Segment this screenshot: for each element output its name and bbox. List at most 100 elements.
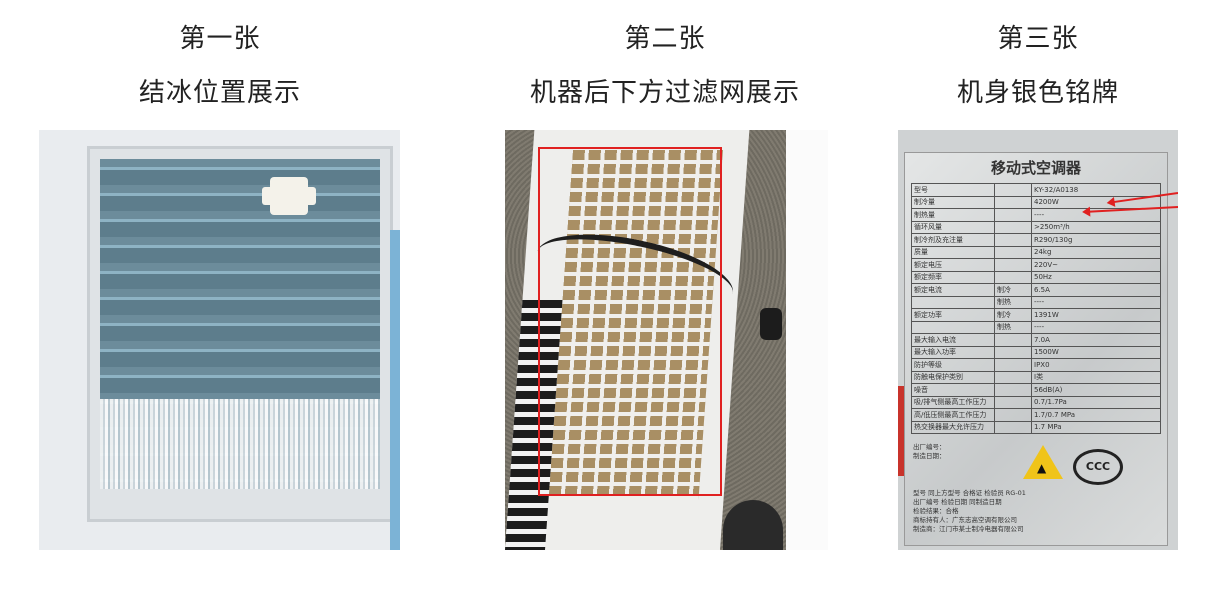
spec-sub: 制冷: [994, 308, 1032, 322]
date-label: 制造日期：: [913, 452, 946, 460]
spec-value: KY-32/A0138: [1031, 183, 1161, 197]
spec-row: 质量 24kg: [911, 245, 1161, 259]
spec-label: 吸/排气侧最高工作压力: [911, 395, 995, 409]
spec-sub: 制冷: [994, 283, 1032, 297]
spec-label: 热交换器最大允许压力: [911, 420, 995, 434]
footer-line: 型号 同上方型号 合格证 检验员 RG-01: [913, 489, 1026, 497]
spec-value: 1.7 MPa: [1031, 420, 1161, 434]
spec-row: 额定电压 220V~: [911, 258, 1161, 272]
plug: [760, 308, 782, 340]
spec-label: [911, 295, 995, 309]
spec-value: 7.0A: [1031, 333, 1161, 347]
spec-value: >250m³/h: [1031, 220, 1161, 234]
spec-row: 额定频率 50Hz: [911, 270, 1161, 284]
spec-label: 制冷量: [911, 195, 995, 209]
panel-1-caption: 结冰位置展示: [138, 78, 301, 108]
blue-edge: [390, 230, 400, 550]
spec-sub: [994, 358, 1032, 372]
spec-value: 50Hz: [1031, 270, 1161, 284]
spec-value: I类: [1031, 370, 1161, 384]
spec-value: ----: [1031, 295, 1161, 309]
evaporator-frame: [87, 146, 393, 522]
red-sticker: [898, 386, 904, 476]
spec-sub: 制热: [994, 295, 1032, 309]
spec-sub: [994, 220, 1032, 234]
spec-row: 热交换器最大允许压力 1.7 MPa: [911, 420, 1161, 434]
spec-row: 循环风量 >250m³/h: [911, 220, 1161, 234]
spec-sub: [994, 370, 1032, 384]
spec-value: 24kg: [1031, 245, 1161, 259]
spec-sub: 制热: [994, 320, 1032, 334]
spec-sub: [994, 420, 1032, 434]
spec-row: 最大输入功率 1500W: [911, 345, 1161, 359]
spec-sub: [994, 258, 1032, 272]
nameplate-title: 移动式空调器: [990, 159, 1081, 177]
spec-value: 6.5A: [1031, 283, 1161, 297]
spec-row: 防护等级 IPX0: [911, 358, 1161, 372]
spec-sub: [994, 183, 1032, 197]
spec-sub: [994, 208, 1032, 222]
spec-sub: [994, 345, 1032, 359]
spec-value: R290/130g: [1031, 233, 1161, 247]
spec-label: 循环风量: [911, 220, 995, 234]
spec-value: 220V~: [1031, 258, 1161, 272]
spec-value: IPX0: [1031, 358, 1161, 372]
spec-label: 最大输入电流: [911, 333, 995, 347]
serial-date-labels: 出厂编号： 制造日期：: [913, 443, 946, 461]
white-margin: [786, 130, 828, 550]
spec-label: 额定电压: [911, 258, 995, 272]
spec-label: 制热量: [911, 208, 995, 222]
panel-1-heading: 第一张: [179, 24, 261, 54]
spec-label: 额定功率: [911, 308, 995, 322]
spec-label: 防护等级: [911, 358, 995, 372]
flammable-warning-icon: [1023, 445, 1063, 479]
spec-row: 制热----: [911, 295, 1161, 309]
spec-value: 1.7/0.7 MPa: [1031, 408, 1161, 422]
footer-line: 检验结果：合格: [913, 507, 959, 515]
filter-photo: [505, 130, 828, 550]
footer-line: 出厂编号 检验日期 同制造日期: [913, 498, 1002, 506]
spec-sub: [994, 270, 1032, 284]
ice-buildup: [100, 399, 380, 489]
evaporator-ice-photo: [39, 130, 400, 550]
spec-value: ----: [1031, 320, 1161, 334]
spec-sub: [994, 333, 1032, 347]
footer-line: 制造商：江门市某士制冷电器有限公司: [913, 525, 1024, 533]
spec-value: 1391W: [1031, 308, 1161, 322]
spec-label: 最大输入功率: [911, 345, 995, 359]
spec-row: 高/低压侧最高工作压力 1.7/0.7 MPa: [911, 408, 1161, 422]
spec-value: 56dB(A): [1031, 383, 1161, 397]
spec-label: 高/低压侧最高工作压力: [911, 408, 995, 422]
panel-3-heading: 第三张: [997, 24, 1079, 54]
panel-3-caption: 机身银色铭牌: [956, 78, 1119, 108]
spec-label: 质量: [911, 245, 995, 259]
spec-value: 1500W: [1031, 345, 1161, 359]
panel-2-heading: 第二张: [624, 24, 706, 54]
spec-row: 防触电保护类别 I类: [911, 370, 1161, 384]
spec-label: [911, 320, 995, 334]
spec-row: 最大输入电流 7.0A: [911, 333, 1161, 347]
spec-row: 制热----: [911, 320, 1161, 334]
highlight-box: [538, 147, 722, 496]
spec-row: 型号 KY-32/A0138: [911, 183, 1161, 197]
spec-label: 额定电流: [911, 283, 995, 297]
spec-row: 吸/排气侧最高工作压力 0.7/1.7Pa: [911, 395, 1161, 409]
shoe: [723, 500, 783, 550]
spec-sub: [994, 233, 1032, 247]
spec-label: 额定频率: [911, 270, 995, 284]
spec-sub: [994, 408, 1032, 422]
spec-sub: [994, 383, 1032, 397]
mount-clip-center: [270, 177, 308, 215]
spec-label: 防触电保护类别: [911, 370, 995, 384]
spec-label: 型号: [911, 183, 995, 197]
spec-value: 0.7/1.7Pa: [1031, 395, 1161, 409]
spec-sub: [994, 195, 1032, 209]
